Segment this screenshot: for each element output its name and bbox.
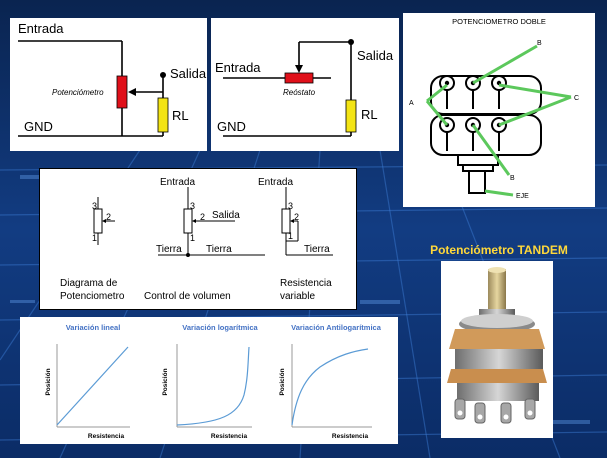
gnd-label: GND [24, 119, 53, 134]
rl-label: RL [172, 108, 189, 123]
svg-text:2: 2 [294, 212, 299, 222]
label-b-bottom: B [510, 175, 515, 182]
schematic-symbols-panel: 3 2 1 3 2 1 Entrada Salida Tierra Tierra [39, 168, 357, 310]
svg-text:1: 1 [190, 233, 195, 243]
tandem-potentiometer-illustration [447, 267, 547, 424]
svg-text:2: 2 [106, 212, 111, 222]
label-a: A [409, 100, 414, 107]
double-potentiometer-panel: POTENCIOMETRO DOBLE A [403, 13, 595, 207]
tierra-label: Tierra [304, 244, 330, 255]
y-axis-label: Posición [279, 368, 286, 395]
double-potentiometer-title: POTENCIOMETRO DOBLE [452, 17, 546, 26]
log-title: Variación logarítmica [182, 323, 258, 332]
entrada-label: Entrada [18, 21, 64, 36]
tierra-label: Tierra [206, 244, 232, 255]
caption-volume-control: Control de volumen [144, 291, 231, 302]
label-b-top: B [537, 40, 542, 47]
tierra-label: Tierra [156, 244, 182, 255]
variation-curves-chart: Variación lineal Posición Resistencia Va… [45, 323, 382, 440]
potentiometer-symbol: 3 2 1 [92, 197, 115, 245]
rheostat-circuit-panel: Entrada GND Salida Reóstato RL [211, 18, 399, 151]
potentiometer-label: Potenciómetro [52, 88, 104, 97]
svg-text:1: 1 [92, 233, 97, 243]
volume-control-symbol: 3 2 1 Entrada Salida Tierra Tierra [156, 177, 265, 257]
salida-label: Salida [212, 210, 240, 221]
salida-label: Salida [357, 48, 394, 63]
potentiometer-resistor [116, 75, 128, 109]
linear-variation-graph: Variación lineal Posición Resistencia [45, 323, 130, 440]
svg-text:3: 3 [190, 201, 195, 211]
y-axis-label: Posición [45, 368, 52, 395]
load-resistor [157, 97, 169, 133]
variable-resistor-symbol: 3 2 1 Entrada Tierra [258, 177, 333, 256]
salida-label: Salida [170, 66, 207, 81]
antilogarithmic-variation-graph: Variación Antilogarítmica Posición Resis… [279, 323, 382, 440]
rl-label: RL [361, 107, 378, 122]
output-node [160, 72, 166, 78]
tandem-potentiometer-photo [441, 261, 553, 438]
gnd-label: GND [217, 119, 246, 134]
rheostat-circuit-diagram: Entrada GND Salida Reóstato RL [215, 39, 394, 137]
entrada-label: Entrada [215, 60, 261, 75]
caption-variable-resistance: Resistencia [280, 278, 332, 289]
linear-title: Variación lineal [66, 323, 121, 332]
caption-variable-resistance-line2: variable [280, 291, 315, 302]
svg-text:3: 3 [92, 201, 97, 211]
y-axis-label: Posición [162, 368, 169, 395]
rheostat-resistor [284, 72, 314, 84]
svg-text:3: 3 [288, 201, 293, 211]
label-eje: EJE [516, 193, 529, 200]
x-axis-label: Resistencia [332, 433, 369, 440]
variation-curves-panel: Variación lineal Posición Resistencia Va… [20, 317, 398, 444]
potentiometer-circuit-panel: Entrada GND Salida Potenciómetro RL [10, 18, 207, 151]
svg-text:2: 2 [200, 212, 205, 222]
x-axis-label: Resistencia [211, 433, 248, 440]
caption-diagram-line2: Potenciometro [60, 291, 125, 302]
double-potentiometer-illustration: POTENCIOMETRO DOBLE A [409, 17, 579, 200]
antilog-curve [291, 348, 369, 426]
x-axis-label: Resistencia [88, 433, 125, 440]
tandem-title: Potenciómetro TANDEM [430, 243, 568, 257]
potentiometer-circuit-diagram: Entrada GND Salida Potenciómetro RL [18, 21, 207, 137]
svg-text:1: 1 [288, 231, 293, 241]
entrada-label: Entrada [258, 177, 293, 188]
antilog-title: Variación Antilogarítmica [291, 323, 382, 332]
linear-curve [56, 346, 129, 426]
label-c: C [574, 95, 579, 102]
load-resistor [345, 99, 357, 133]
logarithmic-variation-graph: Variación logarítmica Posición Resistenc… [162, 323, 259, 440]
schematic-symbols-diagram: 3 2 1 3 2 1 Entrada Salida Tierra Tierra [60, 177, 333, 302]
entrada-label: Entrada [160, 177, 195, 188]
rheostat-label: Reóstato [283, 88, 316, 97]
caption-diagram: Diagrama de [60, 278, 118, 289]
log-curve [176, 346, 250, 426]
output-node [348, 39, 354, 45]
